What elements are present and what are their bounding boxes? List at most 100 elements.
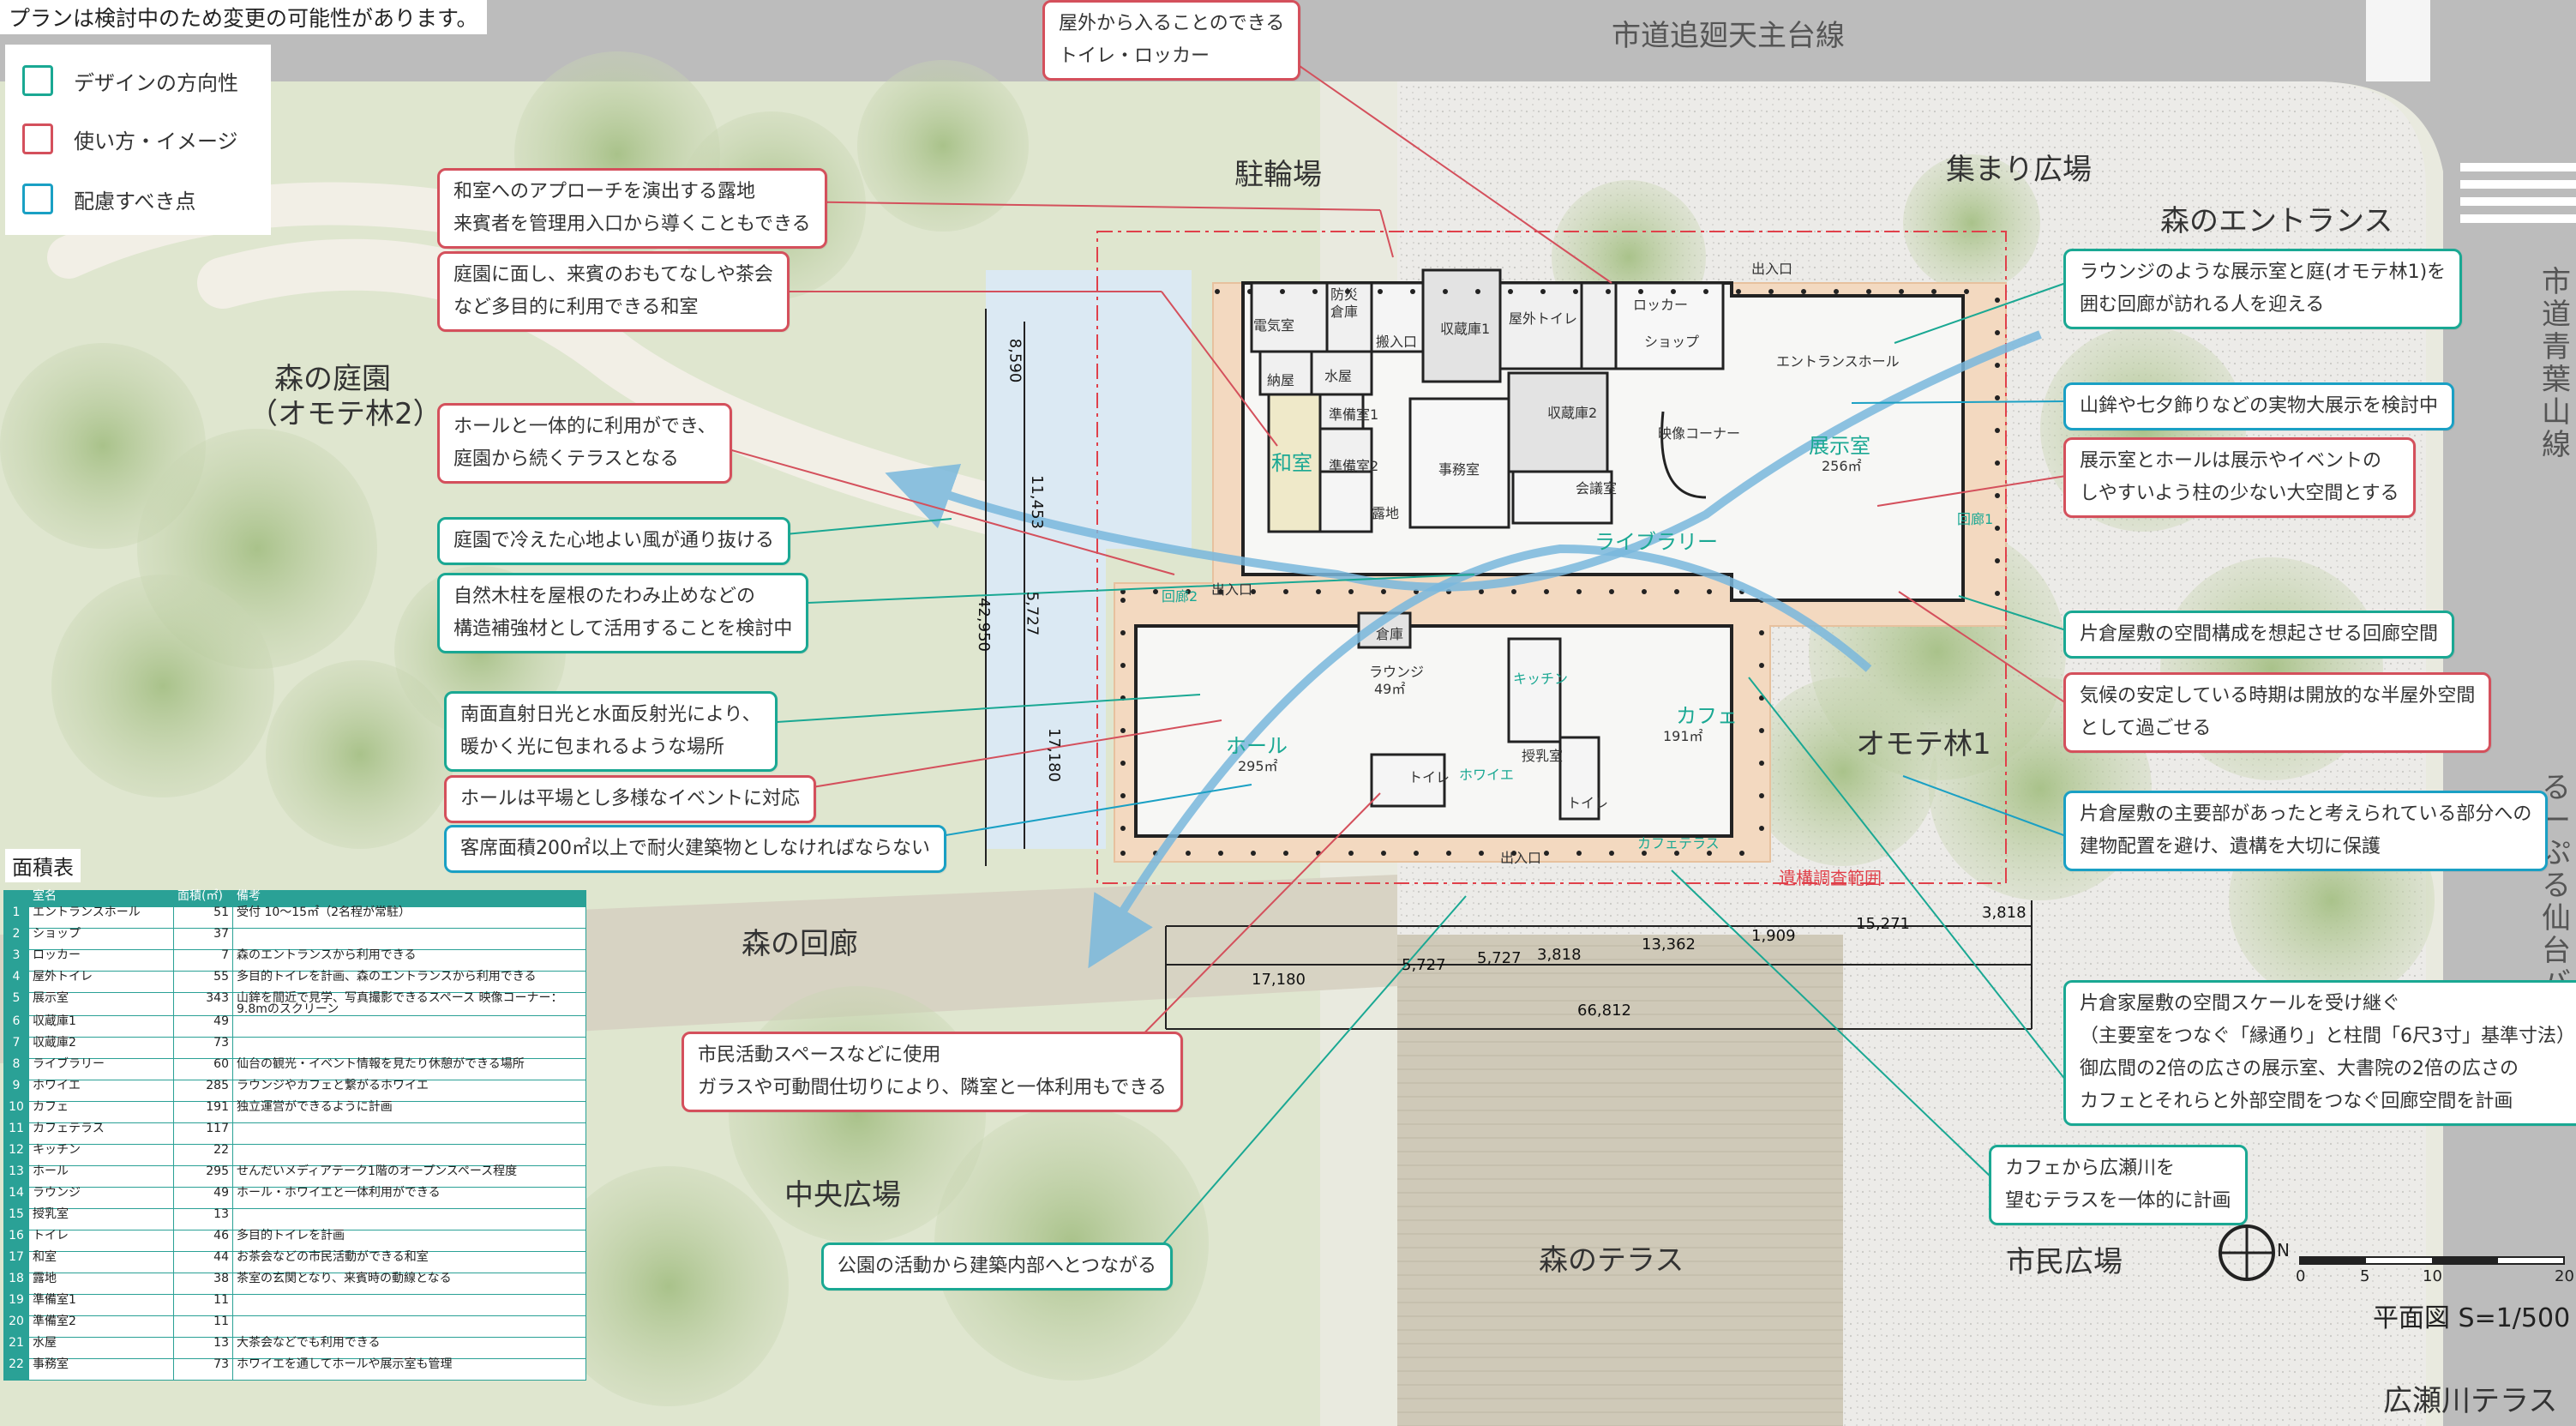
table-cell-note: [232, 1037, 586, 1059]
room-lounge-area: 49㎡: [1374, 681, 1406, 697]
table-cell-note: せんだいメディアテーク1階のオープンスペース程度: [232, 1165, 586, 1188]
table-cell-note: 茶室の玄関となり、来賓時の動線となる: [232, 1273, 586, 1295]
table-cell-note: 森のエントランスから利用できる: [232, 949, 586, 972]
callout-line: 自然木柱を屋根のたわみ止めなどの: [453, 586, 756, 607]
scale-tick-0: 0: [2296, 1267, 2306, 1285]
room-toilet-east: トイレ: [1567, 795, 1609, 811]
area-table-header-area: 面積(㎡): [173, 890, 233, 907]
plan-scale-title: 平面図 S=1/500: [2373, 1303, 2571, 1333]
legend: デザインの方向性 使い方・イメージ 配慮すべき点: [5, 45, 271, 235]
room-deiriguchi-west: 出入口: [1211, 581, 1253, 598]
room-deiriguchi-south: 出入口: [1500, 850, 1542, 866]
callout-line: 建物配置を避け、遺構を大切に保護: [2080, 836, 2381, 857]
table-cell-note: 受付 10～15㎡（2名程が常駐）: [232, 906, 586, 929]
table-cell-room: エントランスホール: [28, 906, 174, 929]
table-cell-no: 17: [3, 1251, 29, 1273]
callout-line: 庭園から続くテラスとなる: [453, 448, 679, 470]
table-cell-note: [232, 1294, 586, 1316]
callout-line: ホールと一体的に利用ができ、: [453, 416, 717, 437]
table-cell-area: 22: [173, 1144, 233, 1166]
callout-line: 片倉屋敷の主要部があったと考えられている部分への: [2080, 803, 2532, 825]
table-cell-area: 117: [173, 1122, 233, 1145]
callout-line: 構造補強材として活用することを検討中: [453, 618, 793, 640]
table-cell-room: ホワイエ: [28, 1080, 174, 1102]
dim-h6: 1,909: [1751, 927, 1796, 945]
callout-line: 気候の安定している時期は開放的な半屋外空間: [2080, 685, 2476, 707]
survey-boundary: [1096, 231, 2007, 884]
table-cell-room: 収蔵庫2: [28, 1037, 174, 1059]
omote1-label: オモテ林1: [1856, 727, 1991, 761]
table-cell-room: 準備室1: [28, 1294, 174, 1316]
table-cell-room: 準備室2: [28, 1315, 174, 1338]
table-cell-no: 14: [3, 1187, 29, 1209]
table-cell-note: [232, 1315, 586, 1338]
table-cell-room: 水屋: [28, 1337, 174, 1359]
table-cell-area: 343: [173, 992, 233, 1016]
area-table-header-room: 室名: [28, 890, 174, 907]
area-table-head: 室名 面積(㎡) 備考: [3, 890, 586, 907]
callout-line: ガラスや可動間仕切りにより、隣室と一体利用もできる: [698, 1077, 1167, 1098]
room-cafe: カフェ: [1676, 704, 1738, 728]
dimension-lines: [985, 309, 2033, 1030]
table-cell-note: [232, 1208, 586, 1230]
room-nando: 納屋: [1267, 372, 1295, 388]
callout-line: ラウンジのような展示室と庭(オモテ林1)を: [2080, 262, 2447, 283]
table-cell-note: ホール・ホワイエと一体利用ができる: [232, 1187, 586, 1209]
river-terrace-label: 広瀬川テラス: [2383, 1384, 2558, 1418]
legend-label-consider: 配慮すべき点: [74, 189, 196, 214]
room-mizuya: 水屋: [1324, 368, 1353, 384]
leader-lines: [685, 38, 2067, 1261]
table-cell-area: 191: [173, 1101, 233, 1123]
room-kairo2: 回廊2: [1162, 588, 1198, 605]
table-cell-area: 285: [173, 1080, 233, 1102]
callout-line: 庭園に面し、来賓のおもてなしや茶会: [453, 264, 773, 286]
table-cell-room: 和室: [28, 1251, 174, 1273]
callout-hall-flat: ホールは平場とし多様なイベントに対応: [444, 775, 817, 823]
callout-line: 片倉屋敷の空間構成を想起させる回廊空間: [2080, 623, 2439, 645]
table-cell-area: 73: [173, 1358, 233, 1381]
callout-natural-columns: 自然木柱を屋根のたわみ止めなどの構造補強材として活用することを検討中: [437, 573, 809, 653]
table-cell-no: 9: [3, 1080, 29, 1102]
room-tenjishitsu: 展示室: [1809, 434, 1870, 458]
callout-line: 暖かく光に包まれるような場所: [460, 737, 725, 758]
callout-line: 庭園で冷えた心地よい風が通り抜ける: [453, 530, 775, 551]
dim-h5: 13,362: [1642, 936, 1696, 954]
area-table-header-blank: [3, 890, 29, 907]
room-kaigishitsu: 会議室: [1576, 480, 1618, 496]
road-right-label: 市道青葉山線: [2542, 265, 2571, 462]
table-cell-no: 16: [3, 1230, 29, 1252]
legend-label-usage: 使い方・イメージ: [74, 129, 238, 153]
table-cell-room: ライブラリー: [28, 1058, 174, 1080]
table-cell-no: 18: [3, 1273, 29, 1295]
callout-remains: 片倉屋敷の主要部があったと考えられている部分への建物配置を避け、遺構を大切に保護: [2063, 791, 2549, 871]
table-cell-room: 屋外トイレ: [28, 971, 174, 993]
callout-line: 片倉家屋敷の空間スケールを受け継ぐ: [2080, 993, 2401, 1014]
room-shuzou2: 収蔵庫2: [1547, 405, 1598, 421]
forest-garden-sub-label: （オモテ林2）: [249, 397, 442, 431]
callout-terrace: ホールと一体的に利用ができ、庭園から続くテラスとなる: [437, 403, 733, 484]
table-cell-area: 38: [173, 1273, 233, 1295]
table-cell-room: 事務室: [28, 1358, 174, 1381]
room-blocks: [1250, 268, 1725, 821]
dim-h8: 3,818: [1982, 904, 2027, 922]
dim-h-total: 66,812: [1577, 1002, 1631, 1020]
callout-yamaboko: 山鉾や七夕飾りなどの実物大展示を検討中: [2063, 382, 2455, 430]
room-hannyu: 搬入口: [1376, 334, 1418, 350]
table-cell-no: 2: [3, 928, 29, 950]
table-cell-no: 6: [3, 1015, 29, 1038]
callout-line: 市民活動スペースなどに使用: [698, 1044, 941, 1066]
survey-range-label: 遺構調査範囲: [1779, 868, 1882, 888]
crosswalk: [2460, 163, 2576, 223]
central-plaza-label: 中央広場: [784, 1178, 901, 1212]
callout-cafe-terrace: カフェから広瀬川を望むテラスを一体的に計画: [1989, 1145, 2248, 1225]
room-hall: ホール: [1226, 734, 1288, 758]
forest-corridor-label: 森の回廊: [742, 927, 858, 961]
table-cell-note: [232, 928, 586, 950]
pond: [986, 270, 1192, 849]
